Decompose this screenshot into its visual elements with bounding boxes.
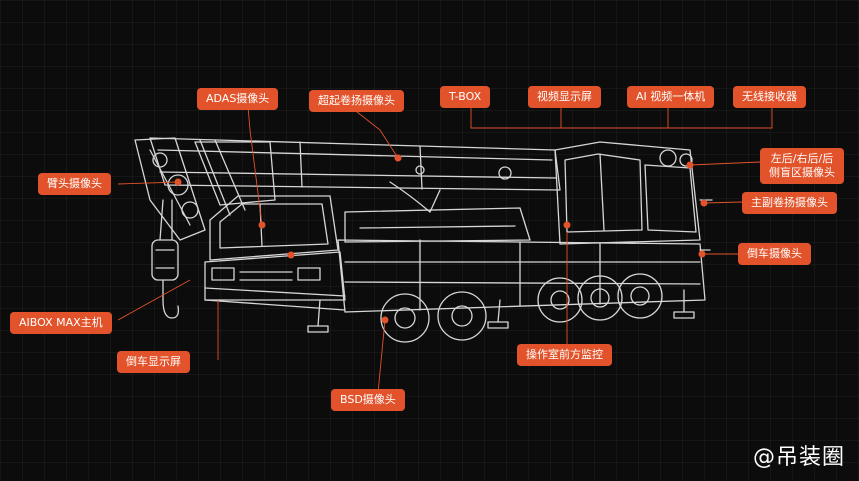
hotspot-markers: [174, 154, 708, 324]
outriggers: [307, 289, 695, 333]
hotspot-adas: [258, 221, 266, 229]
hotspot-blind-zone: [686, 161, 694, 169]
label-adas-camera: ADAS摄像头: [197, 88, 279, 110]
label-blind-zone-camera: 左后/右后/后侧盲区摄像头: [760, 148, 844, 184]
hotspot-hoist: [394, 154, 402, 162]
label-video-display: 视频显示屏: [528, 86, 601, 108]
telescopic-boom: [149, 137, 561, 213]
hotspot-cab-front: [563, 221, 571, 229]
hotspot-aibox: [287, 251, 295, 259]
label-tbox: T-BOX: [440, 86, 491, 108]
hotspot-bsd: [381, 316, 389, 324]
label-bsd-camera: BSD摄像头: [331, 389, 405, 411]
hotspot-boom-head: [174, 178, 182, 186]
carrier-cab: [204, 195, 346, 311]
label-cab-front-monitor: 操作室前方监控: [517, 344, 612, 366]
leader-lines: [117, 105, 773, 394]
hook-block: [151, 199, 180, 319]
label-reverse-display: 倒车显示屏: [117, 351, 190, 373]
hotspot-reverse-camera: [698, 250, 706, 258]
label-ai-video-unit: AI 视频一体机: [627, 86, 715, 108]
chassis: [337, 207, 706, 313]
hotspot-winch: [700, 199, 708, 207]
wheels: [380, 273, 663, 343]
watermark: @吊装圈: [752, 445, 845, 470]
label-wireless-receiver: 无线接收器: [733, 86, 806, 108]
operator-cab: [554, 141, 713, 251]
label-hoist-camera: 超起卷扬摄像头: [309, 90, 404, 112]
label-main-aux-winch-camera: 主副卷扬摄像头: [742, 192, 837, 214]
label-reverse-camera: 倒车摄像头: [738, 243, 811, 265]
label-aibox-max: AIBOX MAX主机: [10, 312, 112, 334]
boom-head: [134, 137, 276, 241]
label-boom-head-camera: 臂头摄像头: [38, 173, 111, 195]
